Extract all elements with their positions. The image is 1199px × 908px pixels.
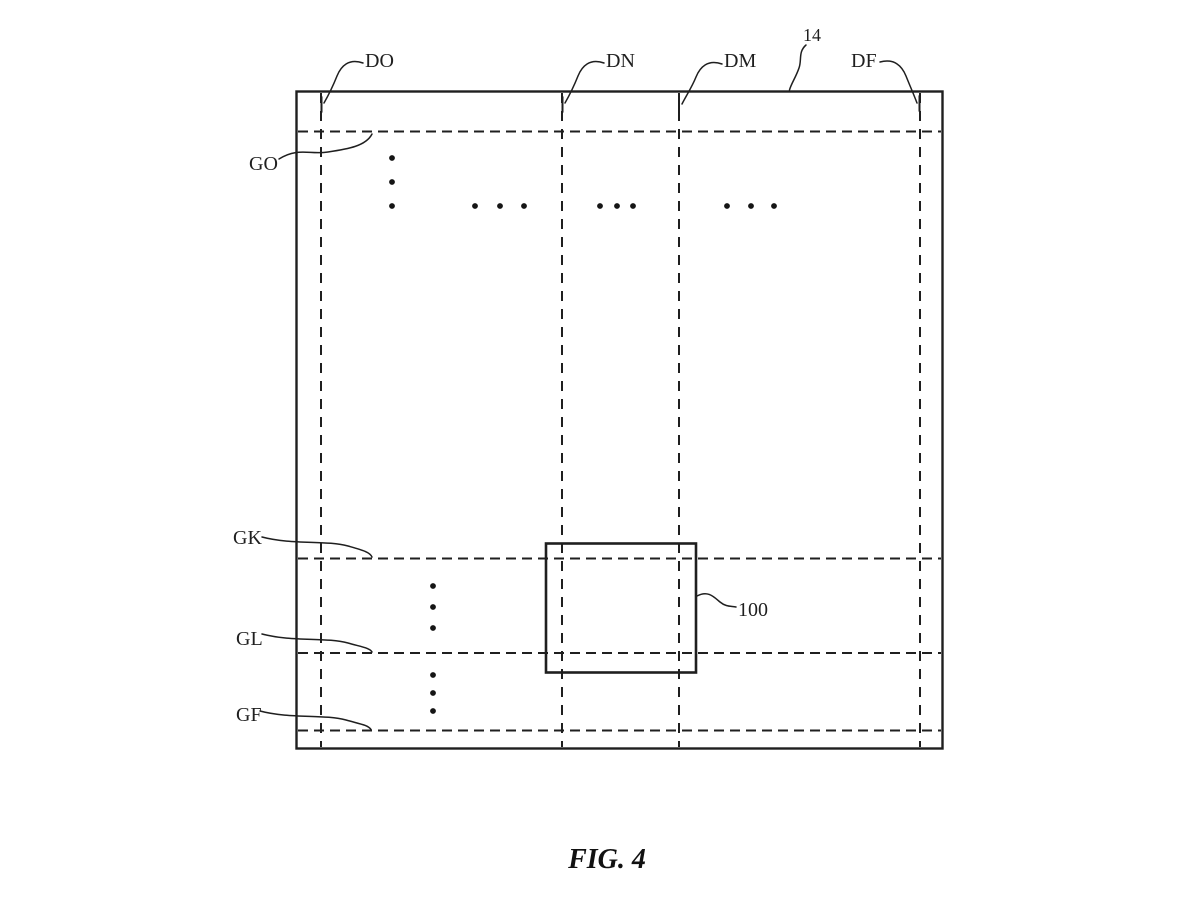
label-gate-line-go: GO [249, 153, 278, 175]
ellipsis-dot [430, 625, 436, 631]
ellipsis-dot [389, 179, 395, 185]
leader-df [879, 60, 918, 104]
ellipsis-dot [497, 203, 503, 209]
label-box-ref-100: 100 [738, 599, 768, 621]
label-gate-line-gl: GL [236, 628, 263, 650]
ellipsis-dot [614, 203, 620, 209]
label-gate-line-gk: GK [233, 527, 262, 549]
ellipsis-dot [430, 583, 436, 589]
ellipsis-dot [748, 203, 754, 209]
gate-lines-group [298, 130, 941, 732]
ellipsis-dot [521, 203, 527, 209]
leader-dn [564, 60, 605, 104]
label-data-line-do: DO [365, 50, 394, 72]
label-data-line-df: DF [851, 50, 877, 72]
leader-14 [788, 44, 807, 91]
leader-gf [259, 710, 372, 731]
figure-caption: FIG. 4 [567, 844, 646, 875]
display-panel-outline [295, 90, 944, 750]
ellipsis-dot [430, 672, 436, 678]
ellipsis-dot [430, 708, 436, 714]
leader-dm [681, 61, 723, 105]
ellipsis-dot [389, 203, 395, 209]
data-lines-group [320, 93, 921, 747]
label-data-line-dn: DN [606, 50, 635, 72]
ellipsis-dots-group [389, 155, 777, 714]
leader-go [278, 133, 373, 160]
ellipsis-dot [630, 203, 636, 209]
pixel-box-outline [544, 542, 698, 674]
label-panel-ref-14: 14 [803, 25, 821, 45]
ellipsis-dot [389, 155, 395, 161]
label-gate-line-gf: GF [236, 704, 262, 726]
reference-labels-group: DO DN DM DF 14 GO GK GL GF 100 [233, 25, 877, 726]
ellipsis-dot [430, 690, 436, 696]
leader-lines-group [259, 44, 921, 731]
leader-gl [261, 633, 373, 653]
ellipsis-dot [472, 203, 478, 209]
leader-do [323, 60, 364, 104]
leader-gk [261, 536, 373, 558]
ellipsis-dot [430, 604, 436, 610]
label-data-line-dm: DM [724, 50, 756, 72]
ellipsis-dot [597, 203, 603, 209]
leader-100 [696, 592, 737, 608]
ellipsis-dot [724, 203, 730, 209]
ellipsis-dot [771, 203, 777, 209]
